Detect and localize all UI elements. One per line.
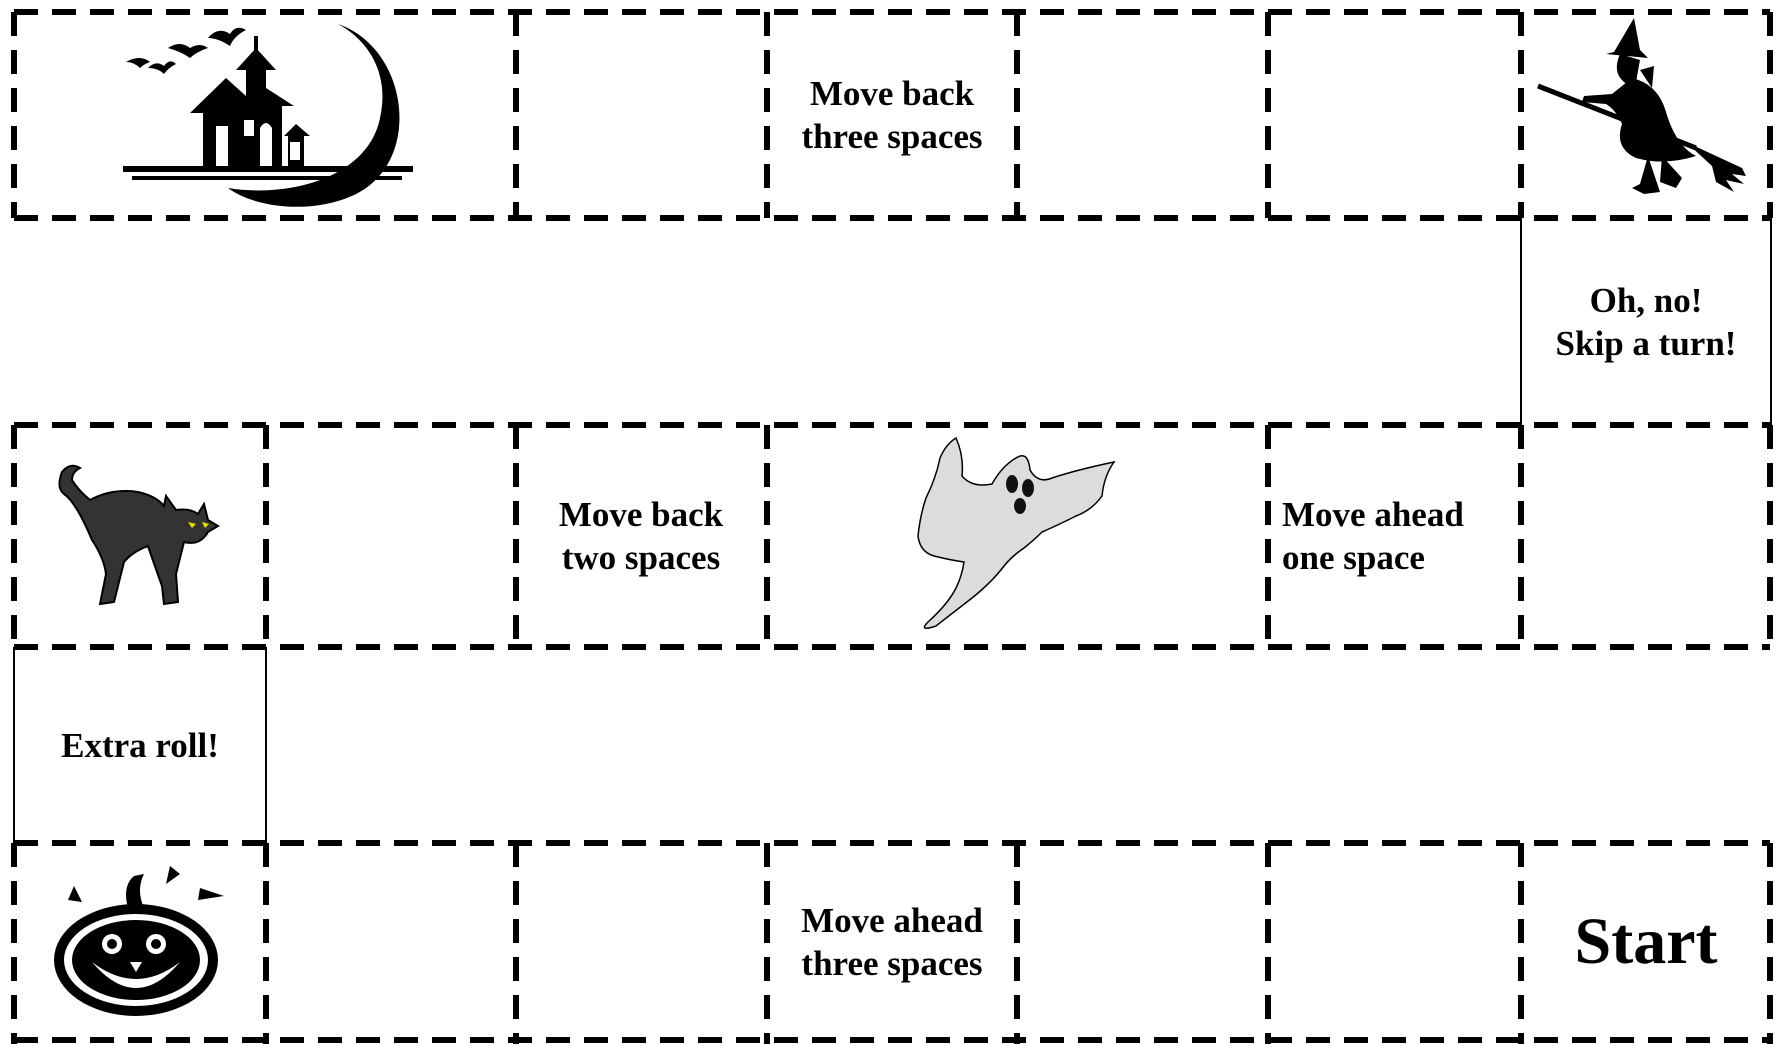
- space-start: Start: [1524, 846, 1768, 1038]
- black-cat-icon: [52, 462, 222, 612]
- witch-icon: [1536, 16, 1752, 216]
- ghost-icon: [916, 436, 1122, 636]
- space-skip-turn: Oh, no! Skip a turn!: [1524, 222, 1768, 422]
- jack-o-lantern-icon: [52, 866, 232, 1021]
- space-move-back-two: Move back two spaces: [519, 428, 763, 644]
- haunted-house-icon: [118, 18, 418, 213]
- space-move-ahead-three: Move ahead three spaces: [770, 846, 1014, 1038]
- space-move-ahead-one: Move ahead one space: [1282, 428, 1516, 644]
- space-move-back-three: Move back three spaces: [770, 14, 1014, 216]
- space-extra-roll: Extra roll!: [17, 650, 263, 840]
